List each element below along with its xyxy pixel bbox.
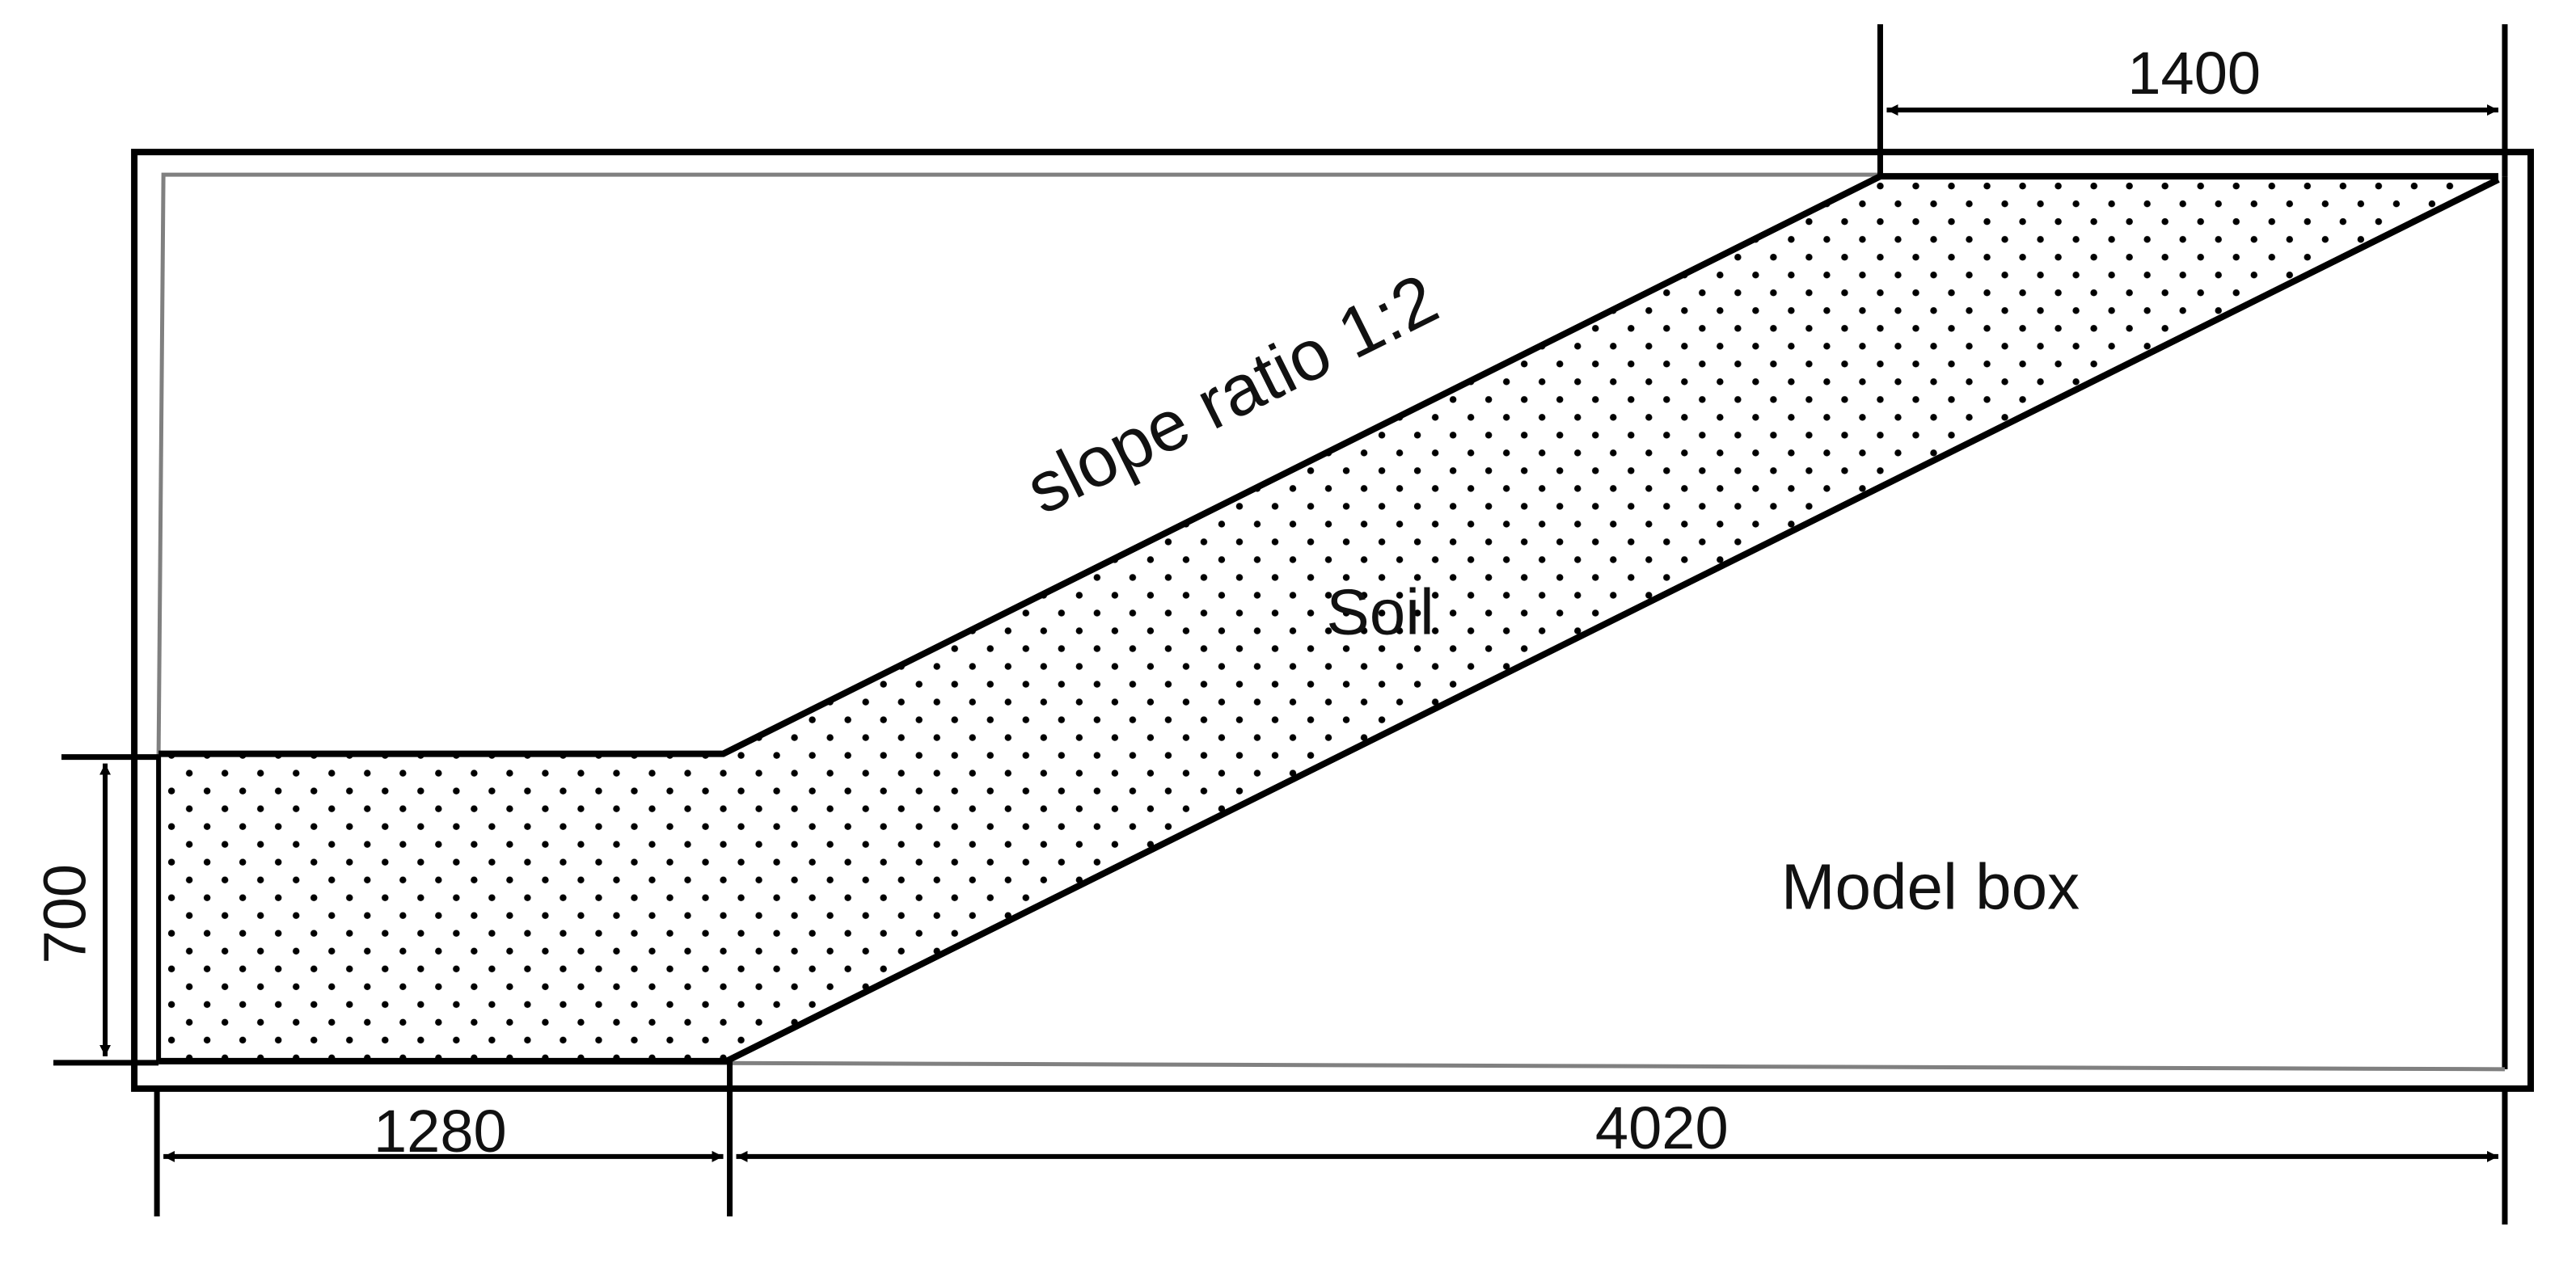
soil-body bbox=[158, 176, 2498, 1061]
label-model-box: Model box bbox=[1781, 851, 2080, 923]
dimension-label-top-width: 1400 bbox=[2127, 40, 2261, 107]
dimension-label-right-width: 4020 bbox=[1595, 1094, 1729, 1161]
dimension-label-left-width: 1280 bbox=[374, 1098, 507, 1165]
label-soil: Soil bbox=[1326, 575, 1434, 647]
soil-surface-line bbox=[158, 173, 2498, 757]
soil-base-line bbox=[724, 176, 2500, 1064]
dimension-label-height: 700 bbox=[32, 864, 99, 964]
model-box-inner-wall bbox=[156, 172, 1881, 756]
model-box-outer-wall bbox=[131, 149, 2534, 1092]
